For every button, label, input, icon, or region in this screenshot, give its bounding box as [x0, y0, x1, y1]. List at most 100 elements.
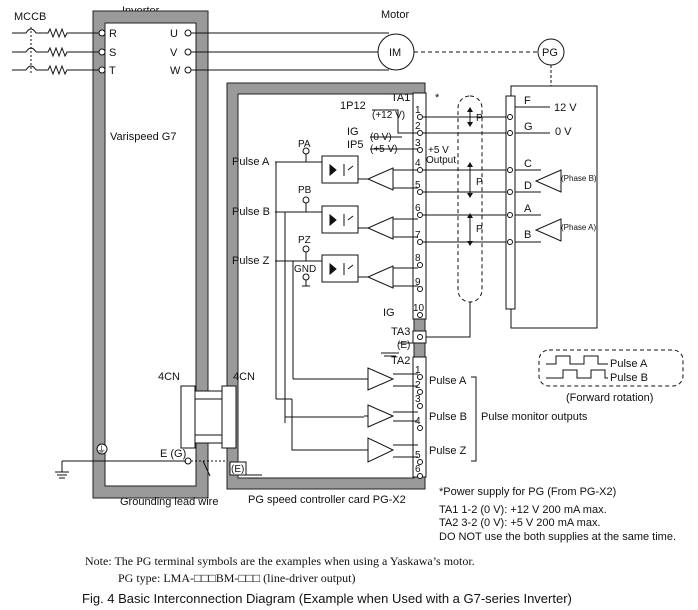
terminal-s-label: S: [109, 47, 116, 59]
ta2-terminal-1: 1: [415, 365, 421, 376]
card-ground-label: (E): [231, 464, 244, 475]
note-line-2: TA1 1-2 (0 V): +12 V 200 mA max.: [439, 504, 607, 516]
ig10-label: IG: [383, 307, 395, 319]
ta1-terminal-7: 7: [415, 230, 421, 241]
card-ground-box: [229, 461, 247, 476]
ground-wiring: [55, 460, 234, 479]
pulse-a-input-label: Pulse A: [232, 156, 270, 168]
ta1-terminals: 1 2 3 4 5 6 7 8 9 10: [413, 105, 425, 318]
test-point-pa-icon: [302, 147, 310, 155]
pulse-b-input-label: Pulse B: [232, 206, 270, 218]
terminal-u[interactable]: [184, 29, 192, 37]
terminal-w-label: W: [170, 65, 181, 77]
terminal-r[interactable]: [98, 29, 106, 37]
pg-drivers: [515, 169, 562, 243]
ta1-label: TA1: [391, 92, 410, 104]
test-point-pb-icon: [302, 196, 310, 204]
photocoupler-b: [321, 205, 359, 234]
ta1-terminal-1: 1: [415, 105, 421, 116]
pg-card-block: PG speed controller card PG-X2 4CN (E) T…: [221, 82, 588, 506]
ta3-label: TA3: [391, 326, 410, 338]
monitor-pulse-b-label: Pulse B: [429, 411, 467, 423]
monitor-drivers: [364, 367, 418, 463]
pulse-b-waveform: [546, 369, 608, 379]
footnote-line-2: PG type: LMA-□□□BM-□□□ (line-driver outp…: [118, 571, 355, 585]
card-4cn-label: 4CN: [233, 371, 255, 383]
waveform-pulse-b-label: Pulse B: [610, 372, 648, 384]
inverter-model: Varispeed G7: [110, 131, 176, 143]
test-point-pa: PA: [298, 139, 311, 150]
pg-terminal-b: B: [524, 229, 531, 241]
terminal-s[interactable]: [98, 48, 106, 56]
mccb-lines: [12, 27, 99, 76]
p12-volt: (+12 V): [372, 110, 405, 121]
note-line-1: *Power supply for PG (From PG-X2): [439, 486, 616, 498]
ta2-label: TA2: [391, 355, 410, 367]
pg-terminal-g: G: [524, 121, 533, 133]
waveform-frame: [538, 349, 684, 387]
test-points: [302, 147, 310, 281]
note-line-4: DO NOT use the both supplies at the same…: [439, 531, 676, 543]
pg-terminal-c: C: [524, 158, 532, 170]
shielded-cable: P P P: [423, 95, 513, 338]
phase-b-label: (Phase B): [561, 174, 597, 183]
inverter-4cn-connector[interactable]: [180, 385, 196, 449]
star-label: *: [435, 92, 440, 104]
ig-label: IG: [347, 126, 359, 138]
ta2-terminal-6: 6: [415, 464, 421, 475]
terminal-u-label: U: [170, 28, 178, 40]
ta1-terminal-4: 4: [415, 158, 421, 169]
ta1-terminal-10: 10: [413, 303, 425, 314]
figure-caption: Fig. 4 Basic Interconnection Diagram (Ex…: [82, 591, 572, 606]
test-point-pz-icon: [302, 245, 310, 253]
pg-f-voltage: 12 V: [554, 102, 577, 114]
note-line-3: TA2 3-2 (0 V): +5 V 200 mA max.: [439, 517, 601, 529]
p12-label: 1P12: [340, 100, 366, 112]
power-notes: *Power supply for PG (From PG-X2) TA1 1-…: [439, 486, 676, 543]
test-point-gnd-icon: [302, 273, 310, 281]
inverter-frame-outline: [92, 10, 209, 499]
ta2-terminal-5: 5: [415, 450, 421, 461]
ta2-terminal-3: 3: [415, 394, 421, 405]
mccb-label: MCCB: [14, 11, 46, 23]
terminal-t-label: T: [109, 65, 116, 77]
pg-terminal-d: D: [524, 180, 532, 192]
ground-terminal-icon: [96, 443, 108, 455]
ta1-terminal-9: 9: [415, 277, 421, 288]
plus5v-label: +5 V: [428, 145, 449, 156]
grounding-lead-label: Grounding lead wire: [120, 496, 218, 508]
inverter-ground-label: E (G): [160, 448, 186, 460]
terminal-w[interactable]: [184, 66, 192, 74]
shield-pair-3-label: P: [476, 224, 483, 235]
pg-terminal-strip: [505, 95, 516, 310]
monitor-title: Pulse monitor outputs: [481, 411, 588, 423]
ta3-ground-label: (E): [397, 340, 410, 351]
ta1-terminal-8: 8: [415, 253, 421, 264]
terminal-t[interactable]: [98, 66, 106, 74]
monitor-pulse-z-label: Pulse Z: [429, 445, 467, 457]
monitor-pulse-a-label: Pulse A: [429, 375, 467, 387]
photocoupler-a: [321, 155, 359, 184]
card-4cn-connector[interactable]: [221, 385, 237, 449]
monitor-bracket: [471, 376, 477, 462]
pg-box-frame: [510, 85, 598, 329]
terminal-r-label: R: [109, 28, 117, 40]
ip5-label: IP5: [347, 139, 364, 151]
output-label: Output: [426, 155, 456, 166]
pg-g-voltage: 0 V: [555, 126, 572, 138]
4cn-ribbon: [194, 390, 226, 444]
motor-title: Motor: [381, 9, 409, 21]
phase-a-label: (Phase A): [561, 223, 596, 232]
receiver-amplifiers: [358, 167, 418, 289]
ground-symbol: ⏚: [97, 445, 106, 455]
ta1-terminal-3: 3: [415, 138, 421, 149]
footnote: Note: The PG terminal symbols are the ex…: [85, 554, 475, 585]
pulse-input-wiring: [275, 150, 364, 451]
terminal-v[interactable]: [184, 48, 192, 56]
shield-pair-2-label: P: [476, 177, 483, 188]
waveform-caption: (Forward rotation): [566, 392, 653, 404]
motor-wires: [191, 32, 389, 71]
test-point-pz: PZ: [298, 235, 311, 246]
photocoupler-z: [321, 254, 359, 283]
